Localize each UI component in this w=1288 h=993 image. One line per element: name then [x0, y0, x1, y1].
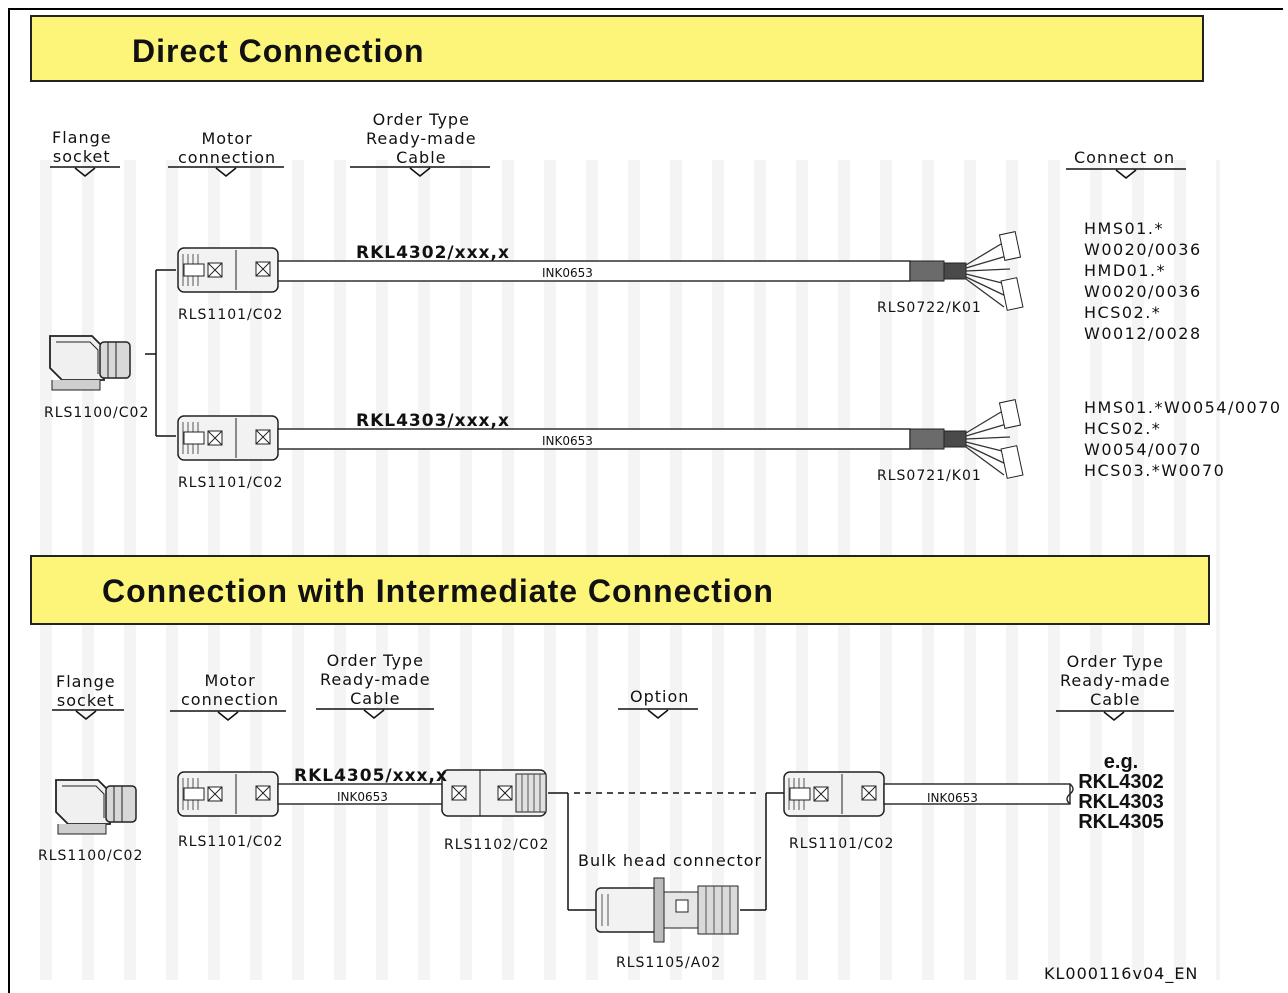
- row1-cable-code: RKL4302/xxx,x: [356, 243, 510, 263]
- flange-part-label: RLS1100/C02: [44, 405, 150, 421]
- figure-frame: [8, 8, 1283, 993]
- row1-connect-item: W0020/0036: [1084, 282, 1202, 301]
- row2-cable-code: RKL4303/xxx,x: [356, 411, 510, 431]
- s2-coupler-part: RLS1102/C02: [444, 837, 550, 853]
- section-title-direct: Direct Connection: [30, 15, 1204, 82]
- row2-connect-item: HCS03.*W0070: [1084, 461, 1226, 480]
- row1-connect-item: HMD01.*: [1084, 261, 1167, 280]
- s2-cable-code: RKL4305/xxx,x: [294, 766, 448, 786]
- s2-header-option: Option: [630, 687, 690, 706]
- row2-connect-item: HMS01.*W0054/0070: [1084, 398, 1282, 417]
- s2-bulkhead-part: RLS1105/A02: [616, 955, 722, 971]
- s2-cable-type-right: INK0653: [927, 791, 978, 805]
- row2-end-part: RLS0721/K01: [877, 468, 982, 484]
- s2-flange-part: RLS1100/C02: [38, 848, 144, 864]
- row2-motor-part: RLS1101/C02: [178, 475, 284, 491]
- s2-right-part: RLS1101/C02: [789, 836, 895, 852]
- row1-motor-part: RLS1101/C02: [178, 307, 284, 323]
- row2-connect-item: W0054/0070: [1084, 440, 1202, 459]
- row2-connect-list: HMS01.*W0054/0070 HCS02.* W0054/0070 HCS…: [1084, 397, 1282, 481]
- document-id: KL000116v04_EN: [1044, 964, 1199, 983]
- row2-connect-item: HCS02.*: [1084, 419, 1162, 438]
- s2-example-item: RKL4303: [1078, 791, 1164, 813]
- row1-connect-item: W0012/0028: [1084, 324, 1202, 343]
- section-title-intermediate: Connection with Intermediate Connection: [30, 555, 1210, 625]
- row2-cable-type: INK0653: [542, 434, 593, 448]
- s2-examples: e.g. RKL4302 RKL4303 RKL4305: [1076, 752, 1166, 832]
- s2-cable-type-left: INK0653: [337, 790, 388, 804]
- header-connect-on: Connect on: [1074, 148, 1176, 167]
- s2-example-item: e.g.: [1103, 751, 1139, 773]
- s2-bulkhead-label: Bulk head connector: [578, 851, 763, 870]
- row1-connect-item: HMS01.*: [1084, 219, 1164, 238]
- row1-connect-item: W0020/0036: [1084, 240, 1202, 259]
- row1-connect-list: HMS01.* W0020/0036 HMD01.* W0020/0036 HC…: [1084, 218, 1202, 344]
- row1-connect-item: HCS02.*: [1084, 303, 1162, 322]
- s2-example-item: RKL4302: [1078, 771, 1164, 793]
- row1-end-part: RLS0722/K01: [877, 300, 982, 316]
- s2-example-item: RKL4305: [1078, 811, 1164, 833]
- s2-motor-part: RLS1101/C02: [178, 834, 284, 850]
- row1-cable-type: INK0653: [542, 266, 593, 280]
